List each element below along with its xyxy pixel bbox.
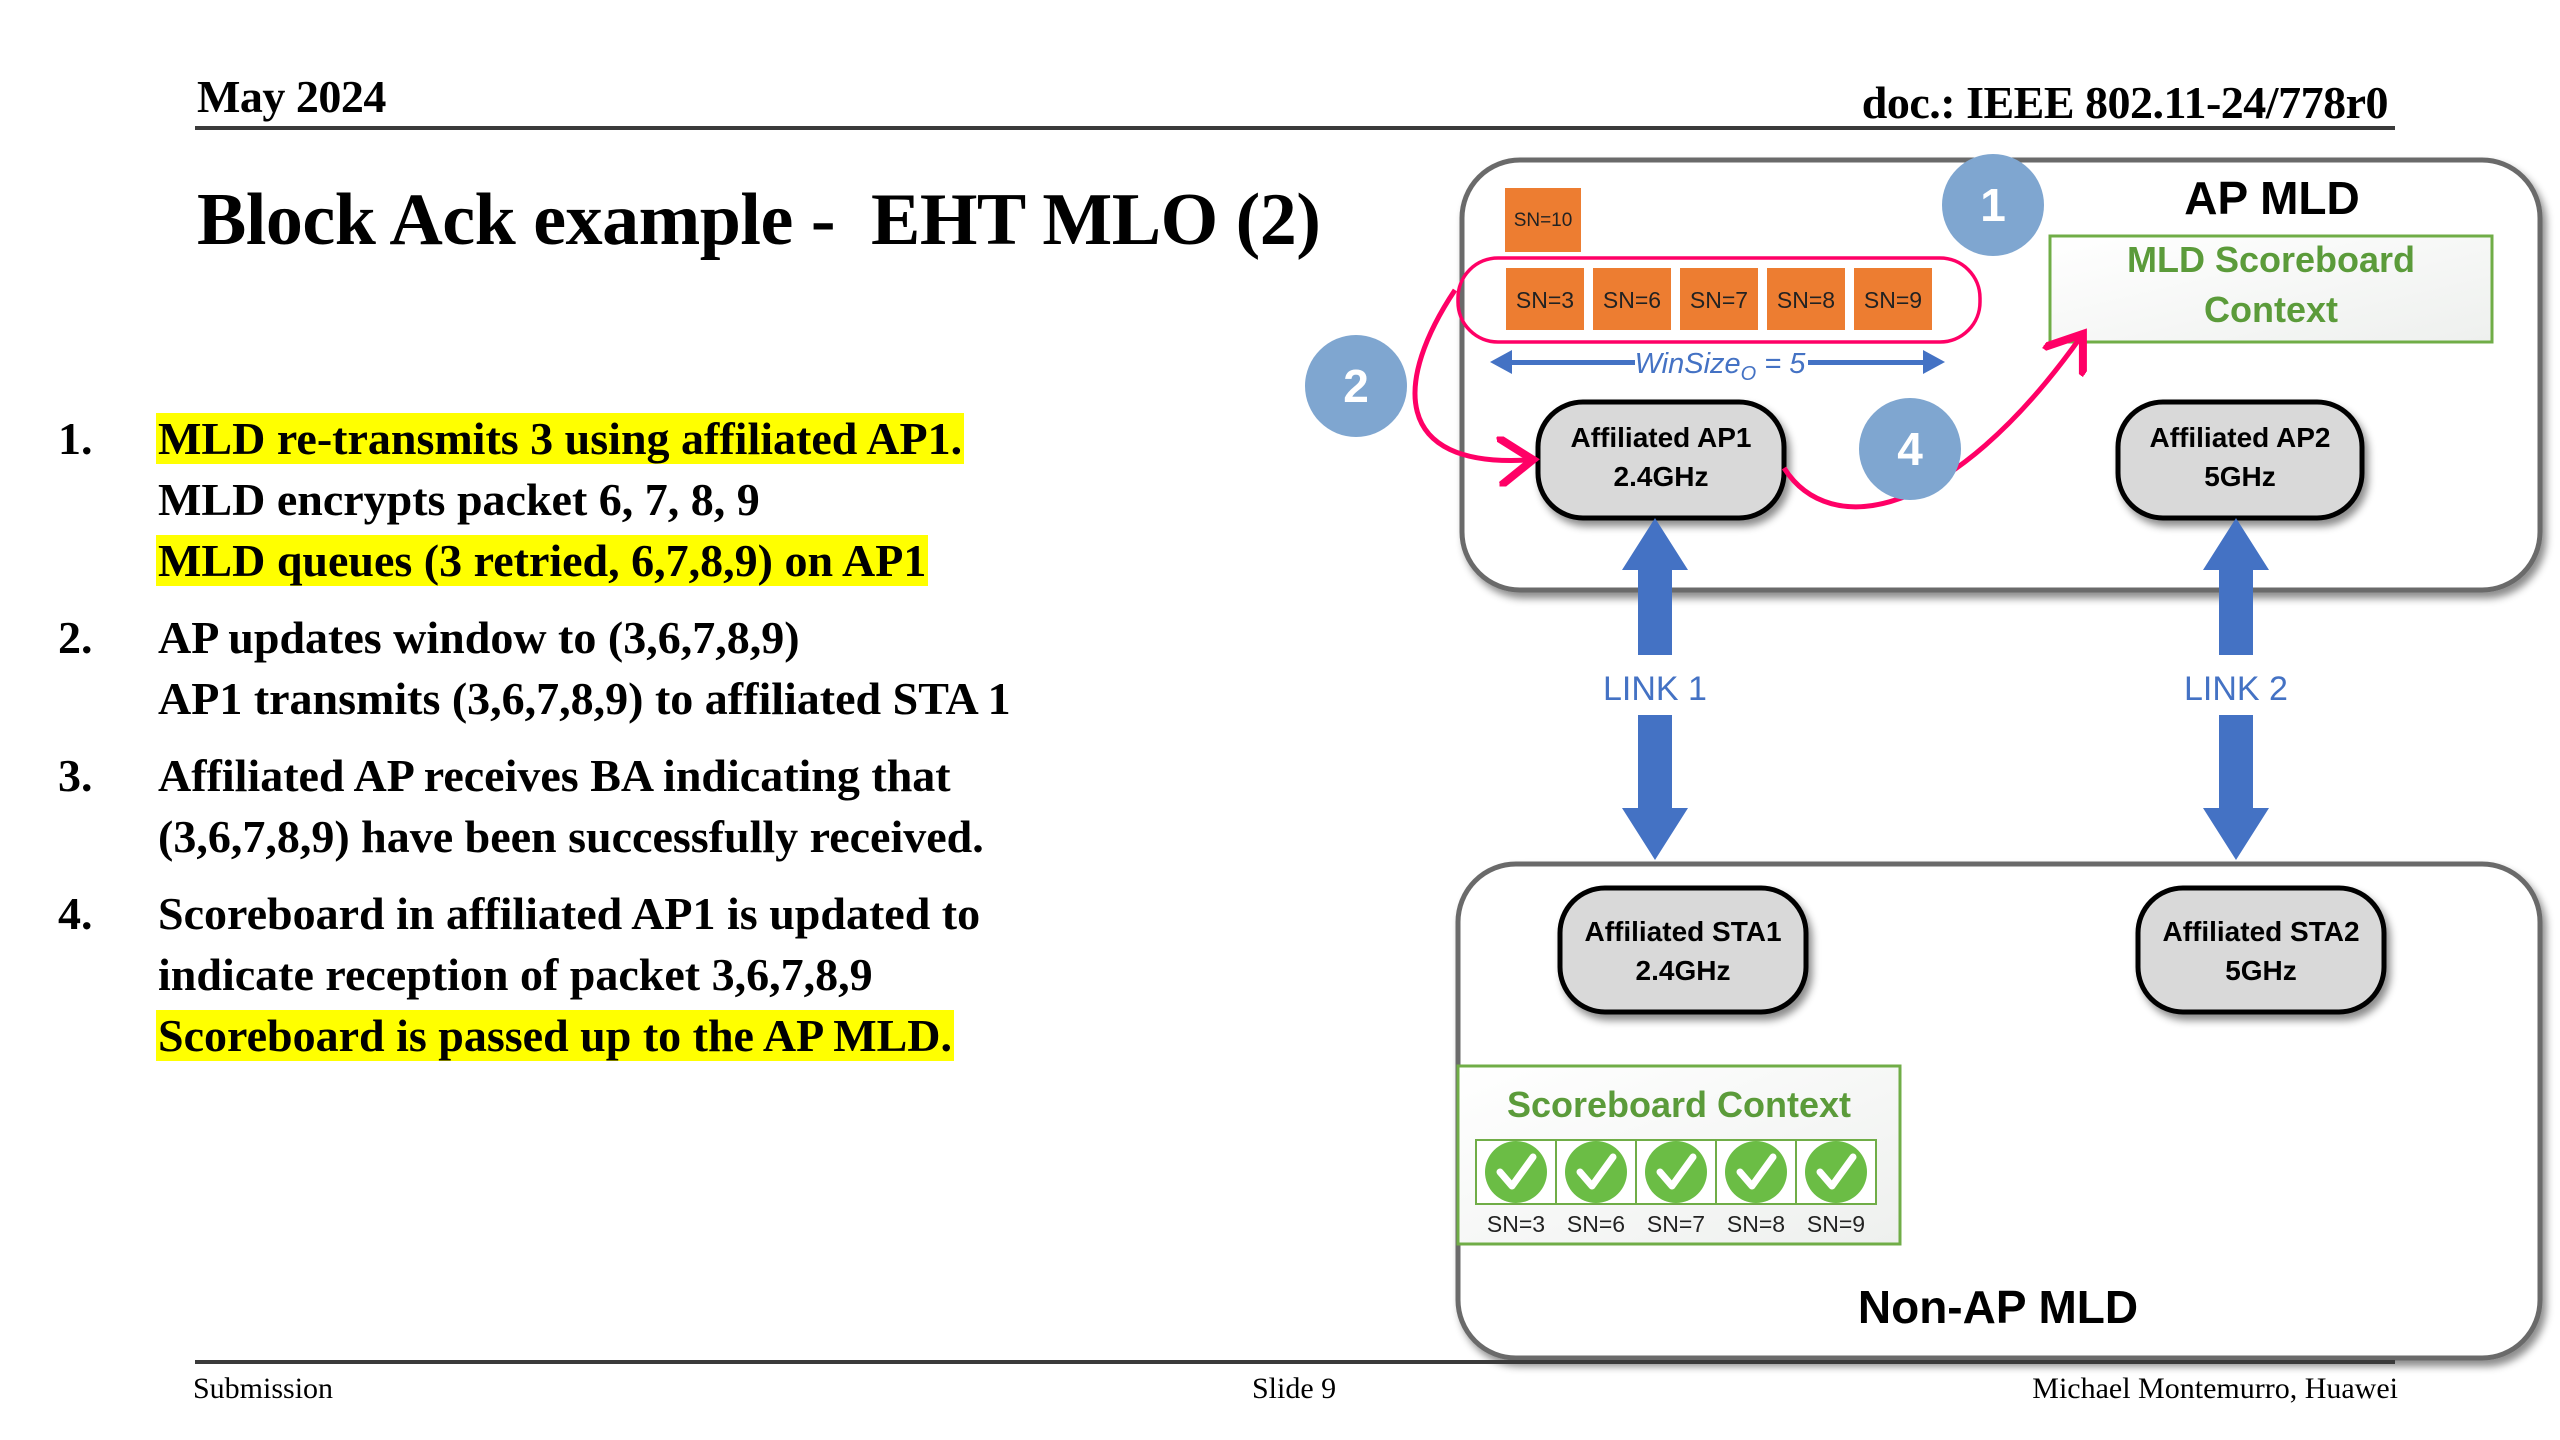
step-line: MLD queues (3 retried, 6,7,8,9) on AP1	[156, 535, 929, 586]
mld-scoreboard-line2: Context	[2204, 289, 2338, 330]
check-icon	[1805, 1141, 1867, 1203]
step-line: Scoreboard in affiliated AP1 is updated …	[158, 888, 981, 939]
window-packet-label: SN=6	[1603, 287, 1661, 313]
ap2-band: 5GHz	[2204, 461, 2276, 492]
scoreboard-entry: SN=7	[1635, 1139, 1717, 1237]
slide-title: Block Ack example - EHT MLO (2)	[197, 179, 1321, 261]
scoreboard-entries: SN=3 SN=6 SN=7 SN=8 SN=9	[1475, 1139, 1877, 1237]
svg-text:2: 2	[1343, 360, 1369, 412]
svg-text:1: 1	[1980, 179, 2006, 231]
step-item: 1. MLD re-transmits 3 using affiliated A…	[58, 408, 1238, 591]
sta1-name: Affiliated STA1	[1584, 916, 1781, 947]
step-line: MLD encrypts packet 6, 7, 8, 9	[158, 474, 760, 525]
svg-text:4: 4	[1897, 423, 1923, 475]
header-date: May 2024	[197, 71, 386, 122]
scoreboard-context-title: Scoreboard Context	[1507, 1084, 1851, 1125]
window-packet-label: SN=9	[1864, 287, 1922, 313]
footer-slide-number: Slide 9	[1252, 1372, 1337, 1405]
check-icon	[1645, 1141, 1707, 1203]
step-line: AP updates window to (3,6,7,8,9)	[158, 612, 800, 663]
steps-list: 1. MLD re-transmits 3 using affiliated A…	[58, 408, 1238, 1082]
ap1-name: Affiliated AP1	[1571, 422, 1752, 453]
ap2-name: Affiliated AP2	[2150, 422, 2331, 453]
step-line: Affiliated AP receives BA indicating tha…	[158, 750, 951, 801]
step-badge-1: 1	[1942, 154, 2044, 256]
window-packet-label: SN=3	[1516, 287, 1574, 313]
svg-text:SN=7: SN=7	[1647, 1211, 1705, 1237]
step-badge-4: 4	[1859, 398, 1961, 500]
step-number: 4.	[58, 888, 93, 939]
scoreboard-entry: SN=8	[1715, 1139, 1797, 1237]
mld-scoreboard-line1: MLD Scoreboard	[2127, 239, 2415, 280]
window-packets: SN=3 SN=6 SN=7 SN=8 SN=9	[1506, 268, 1932, 330]
step-number: 3.	[58, 750, 93, 801]
window-packet	[1854, 268, 1932, 330]
packet-sn10	[1505, 188, 1581, 252]
check-icon	[1725, 1141, 1787, 1203]
window-packet	[1767, 268, 1845, 330]
packet-sn10-label: SN=10	[1514, 210, 1573, 231]
window-packet	[1680, 268, 1758, 330]
step-line: MLD re-transmits 3 using affiliated AP1.	[156, 413, 965, 464]
link-2-arrow	[2203, 518, 2269, 860]
scoreboard-entry: SN=3	[1475, 1139, 1557, 1237]
window-packet	[1506, 268, 1584, 330]
step-item: 3. Affiliated AP receives BA indicating …	[58, 745, 1238, 867]
mld-scoreboard-box	[2048, 234, 2494, 344]
step-item: 2. AP updates window to (3,6,7,8,9) AP1 …	[58, 607, 1238, 729]
sta2-name: Affiliated STA2	[2162, 916, 2359, 947]
svg-text:SN=9: SN=9	[1807, 1211, 1865, 1237]
scoreboard-entry: SN=9	[1795, 1139, 1877, 1237]
footer-submission: Submission	[193, 1372, 334, 1405]
header-rule	[195, 126, 2395, 130]
link-1-label: LINK 1	[1603, 670, 1707, 708]
step-badge-2: 2	[1305, 335, 1407, 437]
step-number: 2.	[58, 612, 93, 663]
step-line: (3,6,7,8,9) have been successfully recei…	[158, 811, 984, 862]
link-2-label: LINK 2	[2184, 670, 2288, 708]
window-size-arrow	[1490, 350, 1945, 374]
svg-text:SN=3: SN=3	[1487, 1211, 1545, 1237]
scoreboard-entry: SN=6	[1555, 1139, 1637, 1237]
check-icon	[1485, 1141, 1547, 1203]
header-doc-id: doc.: IEEE 802.11-24/778r0	[1861, 77, 2389, 128]
sta-node-sta2	[2135, 885, 2387, 1015]
ap-mld-label: AP MLD	[2184, 172, 2360, 224]
window-packet-label: SN=8	[1777, 287, 1835, 313]
window-outline	[1456, 256, 1982, 344]
step-line: AP1 transmits (3,6,7,8,9) to affiliated …	[158, 673, 1011, 724]
check-icon	[1565, 1141, 1627, 1203]
window-packet	[1593, 268, 1671, 330]
link-1-arrow	[1622, 518, 1688, 860]
step-line: Scoreboard is passed up to the AP MLD.	[156, 1010, 955, 1061]
ap1-band: 2.4GHz	[1614, 461, 1709, 492]
svg-text:SN=8: SN=8	[1727, 1211, 1785, 1237]
ap-node-ap1	[1535, 399, 1787, 521]
window-size-label: WinSizeO = 5	[1635, 348, 1807, 385]
sta1-band: 2.4GHz	[1636, 955, 1731, 986]
non-ap-mld-label: Non-AP MLD	[1858, 1281, 2138, 1333]
step-number: 1.	[58, 413, 93, 464]
sta2-band: 5GHz	[2225, 955, 2297, 986]
svg-text:SN=6: SN=6	[1567, 1211, 1625, 1237]
step-item: 4. Scoreboard in affiliated AP1 is updat…	[58, 883, 1238, 1066]
footer-author: Michael Montemurro, Huawei	[2032, 1372, 2398, 1405]
ap-node-ap2	[2115, 399, 2365, 521]
step-line: indicate reception of packet 3,6,7,8,9	[158, 949, 873, 1000]
sta-node-sta1	[1557, 885, 1809, 1015]
flow-arrow-step2	[1412, 288, 1528, 461]
window-packet-label: SN=7	[1690, 287, 1748, 313]
footer-rule	[195, 1360, 2395, 1364]
